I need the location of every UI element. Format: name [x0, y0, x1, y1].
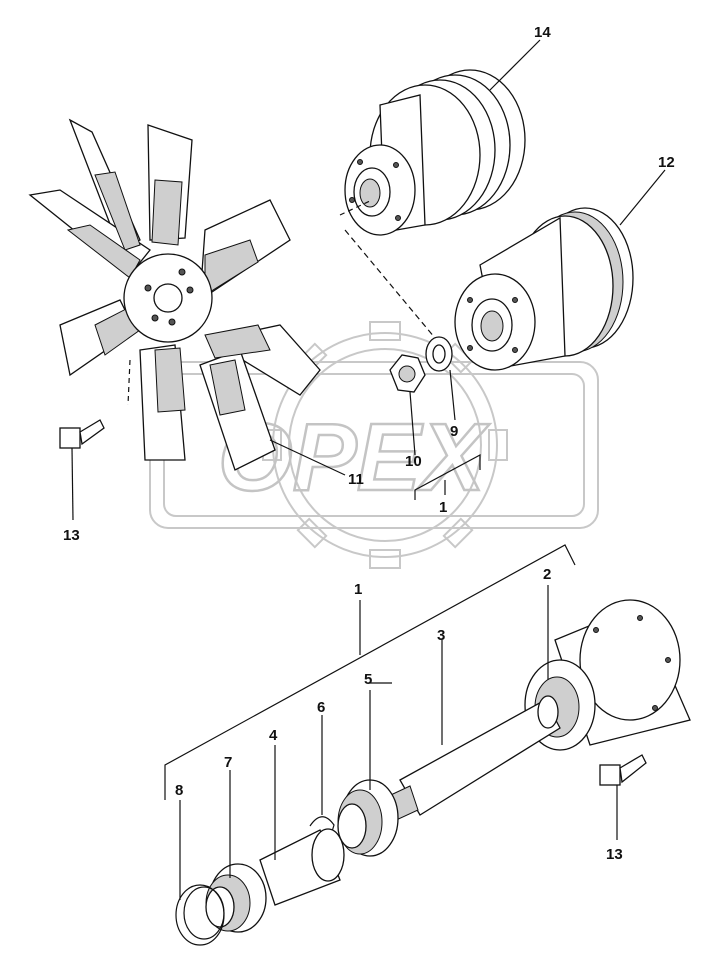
- nut-10: [389, 354, 426, 393]
- callout-1-bottom: 1: [354, 581, 362, 598]
- axis-line-top: [344, 229, 446, 351]
- shaft-housing-2: [524, 599, 691, 751]
- group-bracket-1-top: [414, 453, 481, 500]
- pulley-14: [339, 69, 526, 236]
- fan-assembly: [28, 118, 321, 471]
- shaft-3: [379, 695, 561, 823]
- callout-labels: 14 12 9 10 11 1 13 1 2 3 5 6 4 7 8 13: [63, 24, 675, 863]
- bearing-7: [205, 863, 267, 933]
- bolt-13-left: [59, 419, 105, 449]
- bearing-5: [337, 779, 399, 857]
- callout-1-top: 1: [439, 499, 447, 516]
- callout-13-right: 13: [606, 846, 623, 863]
- leader-lines: [71, 39, 666, 900]
- callout-2: 2: [543, 566, 551, 583]
- callout-3: 3: [437, 627, 445, 644]
- callout-7: 7: [224, 754, 232, 771]
- circlip-8: [175, 884, 225, 946]
- callout-14: 14: [534, 24, 551, 41]
- callout-5: 5: [364, 671, 372, 688]
- callout-13-left: 13: [63, 527, 80, 544]
- spacer-4: [259, 828, 345, 906]
- callout-10: 10: [405, 453, 422, 470]
- callout-6: 6: [317, 699, 325, 716]
- callout-8: 8: [175, 782, 183, 799]
- washer-9: [425, 336, 453, 372]
- callout-11: 11: [348, 471, 364, 488]
- group-bracket-1: [164, 544, 576, 800]
- callout-9: 9: [450, 423, 458, 440]
- pulley-12: [454, 207, 634, 371]
- callout-4: 4: [269, 727, 278, 744]
- bolt-13-right: [599, 754, 647, 786]
- callout-12: 12: [658, 154, 675, 171]
